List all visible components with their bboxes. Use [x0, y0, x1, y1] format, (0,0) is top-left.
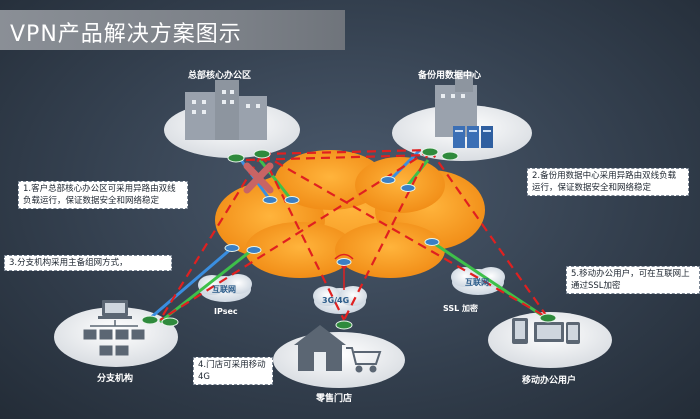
link-failure-x-icon: [243, 162, 274, 194]
ipsec-label: IPsec: [214, 307, 238, 316]
note-retail: 4.门店可采用移动4G: [193, 357, 273, 385]
hq-site-label: 总部核心办公区: [188, 71, 252, 81]
internet-label-left: 互联网: [212, 285, 236, 294]
internet-label-right: 互联网: [465, 278, 489, 287]
org-chart-icon: [83, 320, 145, 356]
title-bar: VPN产品解决方案图示: [0, 10, 345, 50]
shopping-cart-icon: [346, 347, 382, 373]
note-datacenter: 2.备份用数据中心采用异路由双线负载运行，保证数据安全和网络稳定: [527, 168, 689, 196]
laptop-icon: [98, 300, 132, 319]
mobile-devices-icon: [512, 318, 580, 344]
retail-site-label: 零售门店: [316, 394, 353, 404]
mobile-network-label: 3G/4G: [322, 296, 350, 305]
hq-building-icon: [185, 80, 267, 140]
router-nodes: [141, 147, 557, 330]
note-mobile: 5.移动办公用户，可在互联网上通过SSL加密: [566, 266, 700, 294]
mobile-site-label: 移动办公用户: [522, 376, 577, 386]
page-title: VPN产品解决方案图示: [10, 22, 242, 47]
backup-dc-site-label: 备份用数据中心: [418, 71, 482, 81]
note-hq: 1.客户总部核心办公区可采用异路由双线负载运行，保证数据安全和网络稳定: [18, 181, 188, 209]
mobile-network-cloud: [313, 286, 367, 314]
note-branch: 3.分支机构采用主备组网方式，: [4, 255, 172, 271]
ssl-label: SSL 加密: [443, 304, 479, 313]
server-rack-icon: [453, 126, 493, 148]
store-icon: [294, 325, 346, 371]
branch-site-label: 分支机构: [97, 374, 134, 384]
